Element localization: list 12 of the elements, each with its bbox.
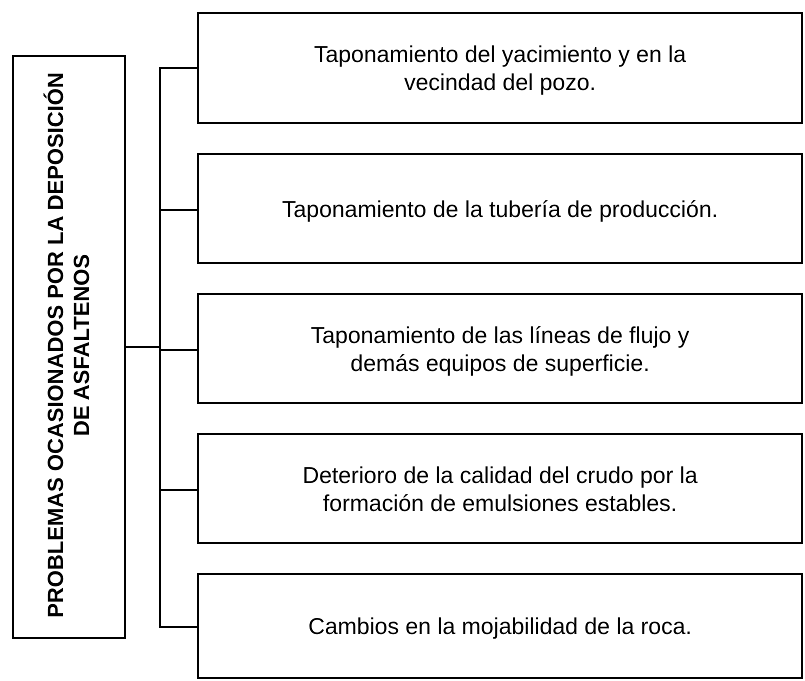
problem-box xyxy=(197,433,803,544)
problem-box xyxy=(197,573,803,679)
problem-text: Taponamiento de la tubería de producción. xyxy=(282,194,718,222)
problem-text: Taponamiento de las líneas de flujo y demás equipos de superficie. xyxy=(310,320,690,376)
problem-box xyxy=(197,293,803,404)
title-box xyxy=(12,55,126,639)
problem-text: Deterioro de la calidad del crudo por la formación de emulsiones estables. xyxy=(301,460,699,516)
problem-text: Taponamiento del yacimiento y en la vecindad del pozo. xyxy=(312,40,688,96)
heading-text: PROBLEMAS OCASIONADOS POR LA DEPOSICIÓN DE ASFALTENOS xyxy=(43,71,95,620)
problem-box xyxy=(197,12,803,124)
problem-text: Cambios en la mojabilidad de la roca. xyxy=(308,612,692,640)
problem-box xyxy=(197,153,803,264)
